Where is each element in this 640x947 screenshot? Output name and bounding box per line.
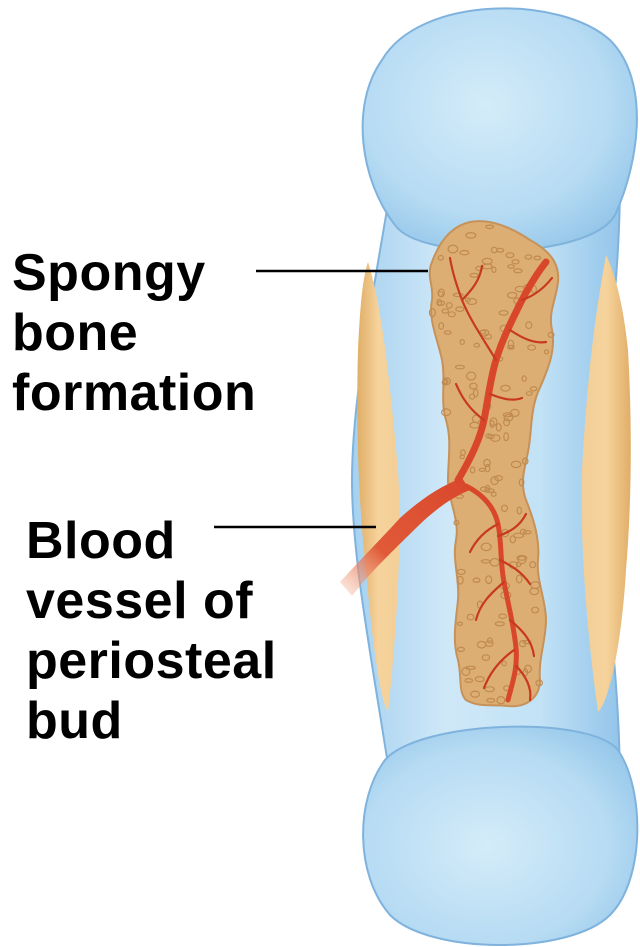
label-spongy-bone-formation: Spongy bone formation (12, 243, 256, 423)
label-blood-line-2: vessel of (26, 571, 277, 631)
label-spongy-line-1: Spongy (12, 243, 256, 303)
label-spongy-line-2: bone (12, 303, 256, 363)
label-blood-line-3: periosteal (26, 631, 277, 691)
label-blood-vessel-periosteal-bud: Blood vessel of periosteal bud (26, 511, 277, 751)
cartilage-bottom-epiphysis (363, 727, 637, 945)
label-blood-line-4: bud (26, 691, 277, 751)
cartilage-top-epiphysis (363, 8, 637, 251)
label-spongy-line-3: formation (12, 363, 256, 423)
label-blood-line-1: Blood (26, 511, 277, 571)
